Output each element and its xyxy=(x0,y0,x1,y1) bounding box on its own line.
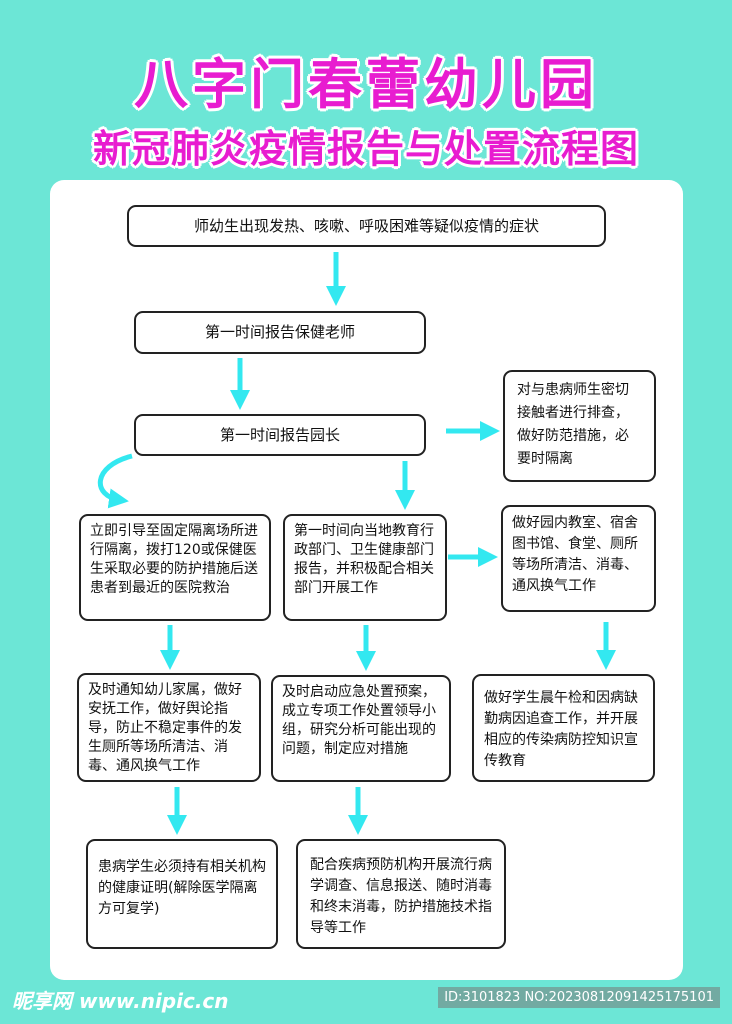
box-emergency-plan: 及时启动应急处置预案，成立专项工作处置领导小组，研究分析可能出现的问题，制定应对… xyxy=(271,675,451,782)
image-id-label: ID:3101823 NO:20230812091425175101 xyxy=(438,987,720,1008)
watermark-logo: 昵享网 www.nipic.cn xyxy=(12,989,229,1013)
box-report-health-teacher: 第一时间报告保健老师 xyxy=(134,311,426,354)
box-morning-check: 做好学生晨午检和因病缺勤病因追查工作，并开展相应的传染病防控知识宣传教育 xyxy=(472,674,655,782)
box-report-authorities: 第一时间向当地教育行政部门、卫生健康部门报告，并积极配合相关部门开展工作 xyxy=(283,514,447,621)
box-cooperate-cdc: 配合疾病预防机构开展流行病学调查、信息报送、随时消毒和终末消毒，防护措施技术指导… xyxy=(296,839,506,949)
box-disinfect-rooms: 做好园内教室、宿舍图书馆、食堂、厕所等场所清洁、消毒、通风换气工作 xyxy=(501,505,656,612)
page-title: 八字门春蕾幼儿园 xyxy=(134,53,598,116)
box-health-certificate: 患病学生必须持有相关机构的健康证明(解除医学隔离方可复学) xyxy=(86,839,278,949)
box-isolate-treat: 立即引导至固定隔离场所进行隔离，拨打120或保健医生采取必要的防护措施后送患者到… xyxy=(79,514,271,621)
box-symptoms: 师幼生出现发热、咳嗽、呼吸困难等疑似疫情的症状 xyxy=(127,205,606,247)
page-subtitle: 新冠肺炎疫情报告与处置流程图 xyxy=(92,126,639,171)
box-close-contacts: 对与患病师生密切接触者进行排查，做好防范措施，必要时隔离 xyxy=(503,370,656,482)
box-report-principal: 第一时间报告园长 xyxy=(134,414,426,456)
box-notify-parents: 及时通知幼儿家属，做好安抚工作，做好舆论指导，防止不稳定事件的发生厕所等场所清洁… xyxy=(77,673,261,782)
